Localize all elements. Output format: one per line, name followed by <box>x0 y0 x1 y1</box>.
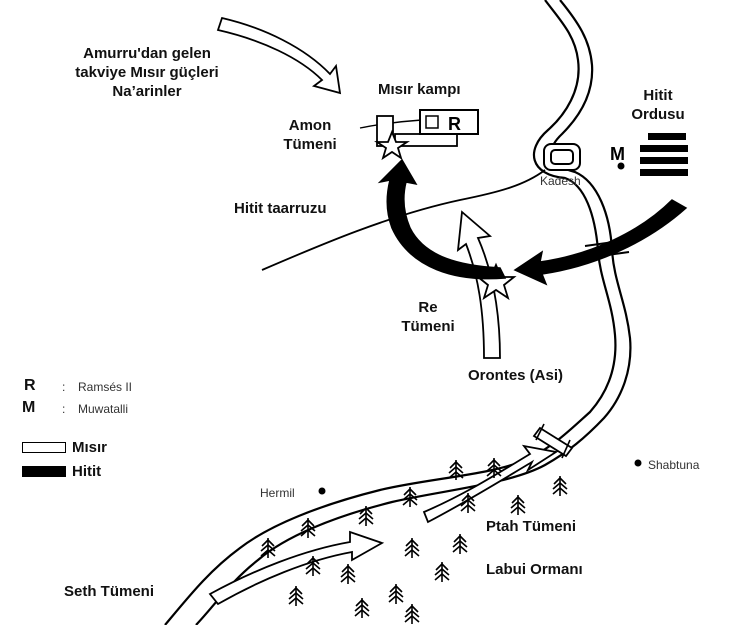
hermil-dot <box>318 487 326 495</box>
re-division-label: Re Tümeni <box>378 298 478 336</box>
labui-forest-label: Labui Ormanı <box>486 561 583 578</box>
legend-key-name: Ramsés II <box>78 380 133 394</box>
amon-line-2: Tümeni <box>283 136 337 153</box>
hittite-army-icon <box>640 133 688 176</box>
re-line-2: Tümeni <box>401 318 455 335</box>
hittite-army-label: Hitit Ordusu <box>608 86 708 124</box>
legend-key-muwatalli: M : Muwatalli <box>22 398 222 418</box>
legend: R : Ramsés II M : Muwatalli Mısır Hitit <box>22 376 222 486</box>
seth-division-arrow <box>208 530 385 606</box>
hittite-swatch <box>22 466 66 477</box>
seth-division-label: Seth Tümeni <box>64 583 155 600</box>
hittite-attack-label: Hitit taarruzu <box>234 200 327 217</box>
hittite-attack-arrow <box>377 158 507 280</box>
shabtuna-label: Shabtuna <box>648 458 700 472</box>
hittite-army-line-1: Hitit <box>643 87 673 104</box>
reinforcement-arrow <box>216 16 342 95</box>
amon-division-label: Amon Tümeni <box>262 116 358 154</box>
legend-key-sep: : <box>62 380 66 394</box>
amon-star-icon <box>374 129 410 161</box>
egypt-camp-label: Mısır kampı <box>378 81 461 98</box>
legend-key-letter: R <box>24 377 36 394</box>
orontes-label: Orontes (Asi) <box>468 367 564 384</box>
hittite-army-arrow <box>513 199 688 286</box>
hermil-label: Hermil <box>260 486 295 500</box>
amon-line-1: Amon <box>288 117 332 134</box>
reinforcement-line-1: Amurru'dan gelen <box>83 45 211 62</box>
reinforcement-line-3: Na’arinler <box>112 83 182 100</box>
reinforcement-line-2: takviye Mısır güçleri <box>75 64 219 81</box>
re-line-1: Re <box>418 299 438 316</box>
legend-key-ramses: R : Ramsés II <box>22 376 222 396</box>
legend-key-sep: : <box>62 402 66 416</box>
egypt-swatch <box>22 442 66 453</box>
kadesh-city <box>543 143 581 171</box>
camp-r-marker: R <box>448 114 461 134</box>
road <box>261 169 546 271</box>
legend-side-egypt: Mısır <box>22 438 222 458</box>
legend-key-name: Muwatalli <box>78 402 129 416</box>
kadesh-label: Kadesh <box>540 174 581 188</box>
shabtuna-dot <box>634 459 642 467</box>
ford-kadesh <box>584 239 630 259</box>
muwatalli-marker: M <box>610 144 625 164</box>
orontes-river-east-bank <box>195 0 632 625</box>
ptah-division-label: Ptah Tümeni <box>486 518 577 535</box>
hittite-army-line-2: Ordusu <box>631 106 685 123</box>
legend-side-label: Mısır <box>72 439 108 456</box>
re-division-arrow <box>456 210 501 359</box>
egypt-camp: R <box>376 109 479 147</box>
ford-shabtuna <box>532 423 574 459</box>
legend-side-label: Hitit <box>72 463 102 480</box>
legend-side-hittite: Hitit <box>22 462 222 482</box>
muwatalli-dot <box>617 162 625 170</box>
reinforcement-label: Amurru'dan gelen takviye Mısır güçleri N… <box>22 44 272 101</box>
ptah-division-arrow <box>422 444 559 524</box>
orontes-river-west-bank <box>164 0 617 625</box>
legend-key-letter: M <box>22 399 36 416</box>
